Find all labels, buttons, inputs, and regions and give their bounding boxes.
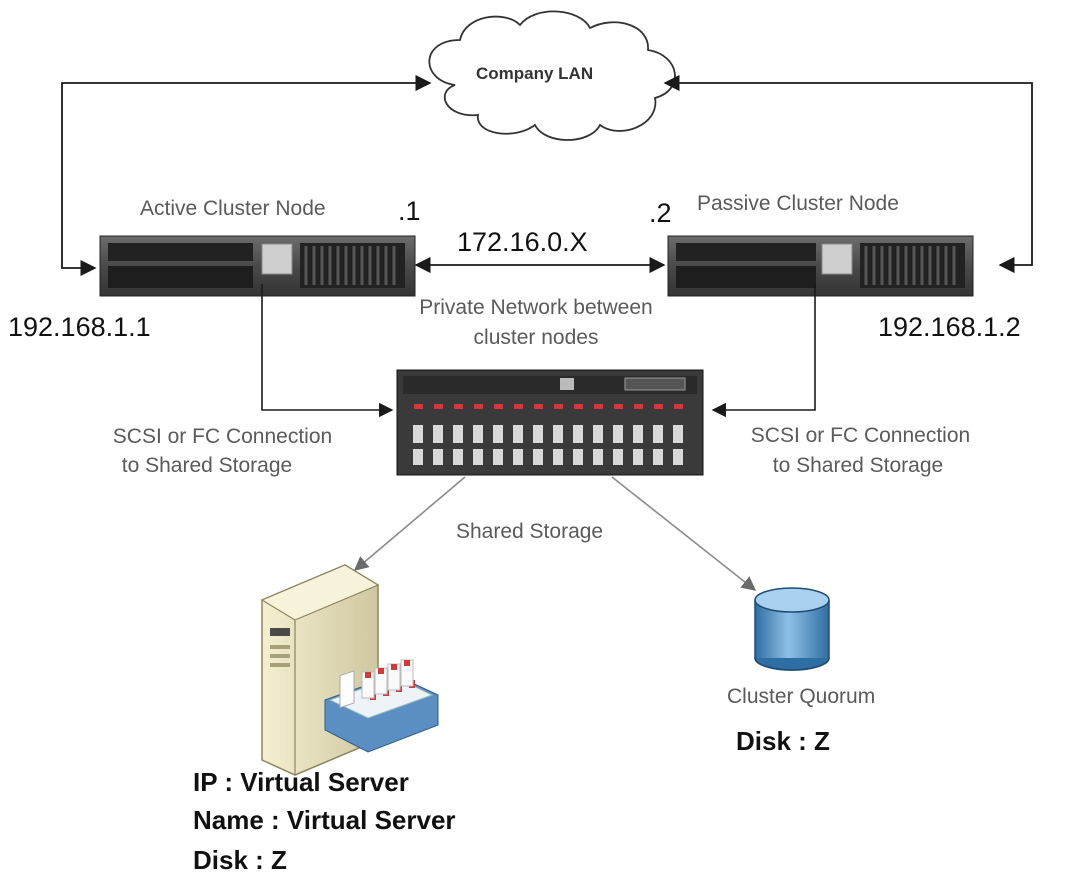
right-connection-label-line1: SCSI or FC Connection [750, 424, 971, 447]
private-network-subnet: 172.16.0.X [457, 227, 588, 257]
shared-storage-label: Shared Storage [456, 520, 604, 543]
shared-storage-array-icon [396, 369, 704, 476]
active-storage-link [261, 284, 394, 418]
passive-node-suffix: .2 [649, 198, 672, 228]
cluster-quorum-disk: Disk : Z [736, 726, 830, 756]
company-lan-cloud-icon [428, 10, 676, 141]
passive-storage-link [711, 284, 816, 418]
virtual-server-ip: IP : Virtual Server [193, 767, 409, 797]
passive-node-label: Passive Cluster Node [697, 192, 899, 215]
active-node-label: Active Cluster Node [140, 197, 326, 220]
active-lan-link [61, 74, 432, 277]
virtual-server-icon [260, 564, 439, 776]
quorum-disk-icon [754, 587, 830, 671]
passive-node-ip: 192.168.1.2 [878, 312, 1021, 342]
active-node-suffix: .1 [398, 196, 421, 226]
active-node-server-icon [99, 235, 416, 297]
storage-to-quorum-link [611, 476, 757, 591]
company-lan-label: Company LAN [476, 64, 594, 83]
active-node-ip: 192.168.1.1 [8, 312, 151, 342]
storage-to-virtual-server-link [353, 476, 466, 571]
virtual-server-name: Name : Virtual Server [193, 805, 456, 835]
private-network-label-line1: Private Network between [419, 296, 653, 319]
left-connection-label-line2: to Shared Storage [121, 454, 293, 477]
cluster-quorum-label: Cluster Quorum [727, 685, 876, 708]
private-network-label-line2: cluster nodes [473, 326, 599, 349]
virtual-server-disk: Disk : Z [193, 845, 287, 875]
file-box-icon [324, 659, 439, 753]
left-connection-label-line1: SCSI or FC Connection [112, 425, 333, 448]
right-connection-label-line2: to Shared Storage [772, 454, 944, 477]
passive-node-server-icon [667, 235, 974, 297]
passive-lan-link [663, 74, 1033, 274]
